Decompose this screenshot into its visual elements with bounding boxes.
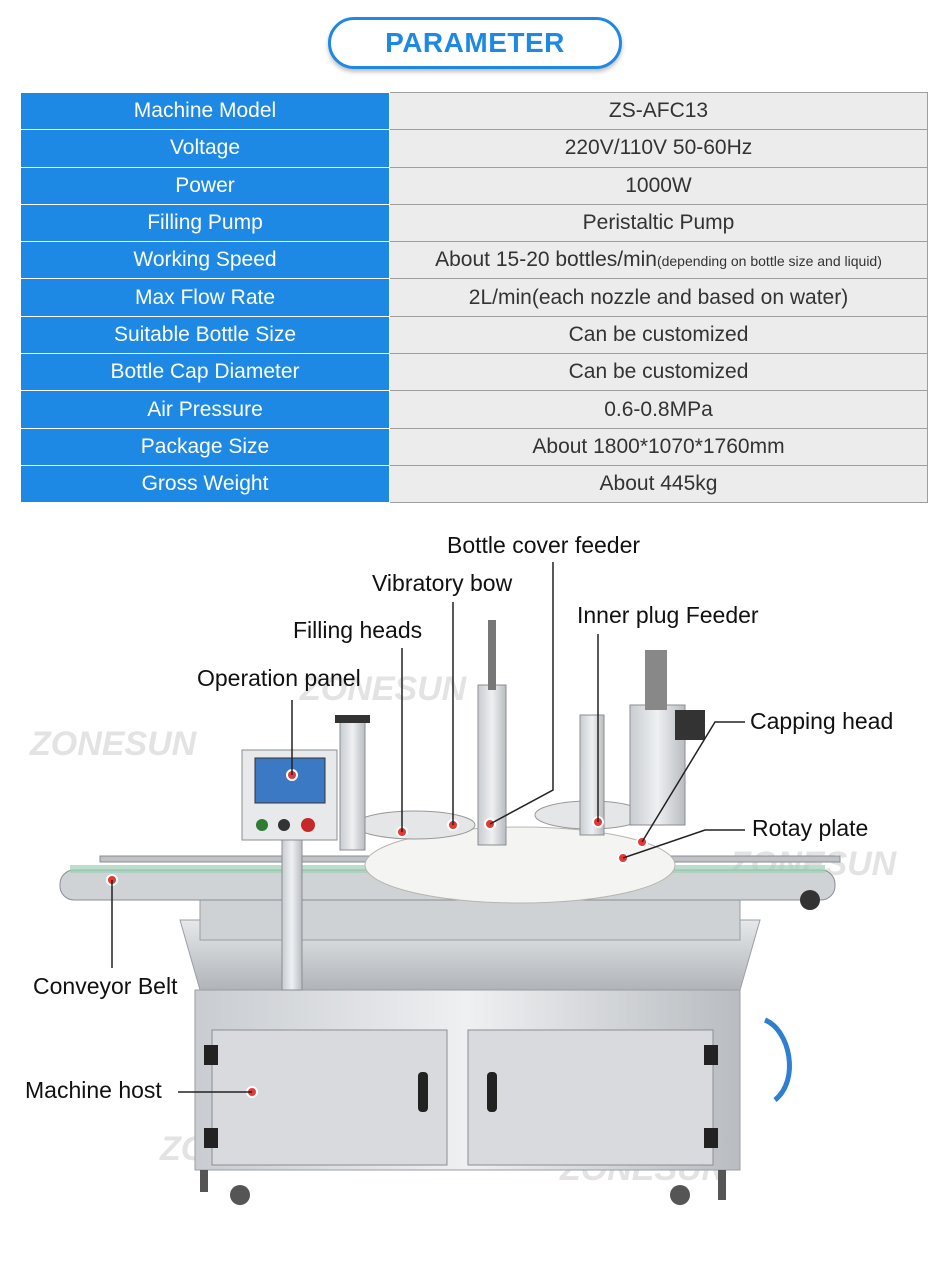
param-key: Bottle Cap Diameter	[20, 353, 390, 392]
param-value-text: About 445kg	[599, 472, 718, 496]
table-row: Filling Pump Peristaltic Pump	[20, 203, 928, 243]
param-value: About 445kg	[389, 464, 928, 504]
svg-text:ZONESUN: ZONESUN	[299, 670, 468, 708]
param-value: 0.6-0.8MPa	[389, 390, 928, 429]
param-value-text: 2L/min(each nozzle and based on water)	[468, 285, 849, 309]
param-key: Package Size	[20, 427, 390, 466]
param-key: Max Flow Rate	[20, 278, 390, 317]
casters	[200, 1170, 726, 1205]
label-machine-host: Machine host	[25, 1077, 162, 1103]
param-value: Peristaltic Pump	[389, 203, 928, 243]
param-value-text: ZS-AFC13	[608, 99, 709, 123]
machine-photo: ZONESUN ZONESUN ZONESUN ZONESUN ZONESUN	[29, 562, 898, 1205]
label-inner-plug-feeder: Inner plug Feeder	[577, 602, 759, 628]
label-rotay-plate: Rotay plate	[752, 815, 869, 841]
label-bottle-cover-feeder: Bottle cover feeder	[447, 532, 641, 558]
rotary-plate	[364, 826, 676, 904]
param-value: About 1800*1070*1760mm	[389, 427, 928, 466]
param-value: 2L/min(each nozzle and based on water)	[389, 278, 928, 317]
param-key: Gross Weight	[20, 464, 390, 504]
param-value-text: Can be customized	[568, 360, 749, 384]
table-row: Bottle Cap Diameter Can be customized	[20, 353, 928, 392]
param-value: 1000W	[389, 166, 928, 205]
param-key: Filling Pump	[20, 203, 390, 243]
leader-lines	[111, 562, 745, 1093]
title-pill: PARAMETER	[328, 17, 622, 69]
label-operation-panel: Operation panel	[197, 665, 361, 691]
param-value: ZS-AFC13	[389, 91, 928, 131]
param-key: Working Speed	[20, 241, 390, 280]
cabinet-door-right	[467, 1029, 714, 1166]
param-value-text: Peristaltic Pump	[582, 211, 735, 235]
param-key: Air Pressure	[20, 390, 390, 429]
param-value-text: 220V/110V 50-60Hz	[564, 136, 753, 160]
table-row: Air Pressure 0.6-0.8MPa	[20, 390, 928, 429]
param-value: Can be customized	[389, 315, 928, 355]
svg-text:ZONESUN: ZONESUN	[29, 725, 198, 763]
param-key: Machine Model	[20, 91, 390, 131]
table-row: Package Size About 1800*1070*1760mm	[20, 427, 928, 466]
param-value-text: About 1800*1070*1760mm	[532, 434, 785, 458]
table-row: Max Flow Rate 2L/min(each nozzle and base…	[20, 278, 928, 317]
param-value: Can be customized	[389, 353, 928, 392]
param-note: (depending on bottle size and liquid)	[656, 253, 882, 270]
table-row: Gross Weight About 445kg	[20, 464, 928, 504]
param-key: Power	[20, 166, 390, 205]
param-value-text: 0.6-0.8MPa	[604, 397, 713, 421]
param-value-text: 1000W	[625, 173, 692, 197]
table-row: Suitable Bottle Size Can be customized	[20, 315, 928, 355]
table-row: Machine Model ZS-AFC13	[20, 91, 928, 131]
label-vibratory-bow: Vibratory bow	[372, 570, 513, 596]
door-handle	[418, 1072, 428, 1112]
param-value-text: Can be customized	[568, 322, 749, 346]
label-capping-head: Capping head	[750, 708, 894, 734]
label-filling-heads: Filling heads	[293, 617, 423, 643]
param-value-text: About 15-20 bottles/min	[435, 248, 657, 272]
label-conveyor-belt: Conveyor Belt	[33, 973, 178, 999]
table-row: Voltage 220V/110V 50-60Hz	[20, 129, 928, 168]
param-value: 220V/110V 50-60Hz	[389, 129, 928, 168]
param-key: Suitable Bottle Size	[20, 315, 390, 355]
param-value: About 15-20 bottles/min(depending on bot…	[389, 241, 928, 280]
param-key: Voltage	[20, 129, 390, 168]
page-title: PARAMETER	[385, 27, 565, 58]
table-row: Power 1000W	[20, 166, 928, 205]
door-handle	[487, 1072, 497, 1112]
cabinet-door-left	[211, 1029, 448, 1166]
